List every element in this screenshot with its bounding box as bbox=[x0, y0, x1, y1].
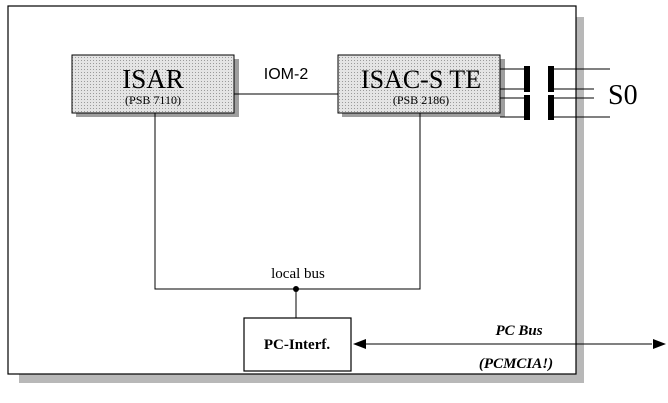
isar-part-number: (PSB 7110) bbox=[125, 93, 181, 107]
local-bus-wire bbox=[154, 113, 421, 290]
connector-left-bottom bbox=[524, 95, 530, 120]
pc-bus-arrow-left bbox=[353, 339, 366, 349]
isac-chip bbox=[337, 54, 501, 114]
iom-2-label: IOM-2 bbox=[264, 66, 309, 83]
pc-bus-label: PC Bus bbox=[495, 323, 542, 339]
pc-interface-label: PC-Interf. bbox=[264, 337, 330, 353]
pc-bus-arrow-right bbox=[653, 339, 666, 349]
connector-left-top bbox=[524, 66, 530, 92]
pc-interface-box bbox=[243, 317, 352, 372]
isac-part-number: (PSB 2186) bbox=[393, 93, 449, 107]
isac-title: ISAC-S TE bbox=[361, 65, 481, 94]
local-bus-label: local bus bbox=[271, 266, 325, 282]
connector-right-top bbox=[548, 66, 554, 92]
local-bus-junction bbox=[293, 286, 299, 292]
connector-right-bottom bbox=[548, 95, 554, 120]
pcmcia-label: (PCMCIA!) bbox=[479, 356, 553, 372]
isar-title: ISAR bbox=[122, 64, 184, 94]
isar-chip bbox=[71, 54, 235, 114]
s0-label: S0 bbox=[608, 80, 638, 111]
